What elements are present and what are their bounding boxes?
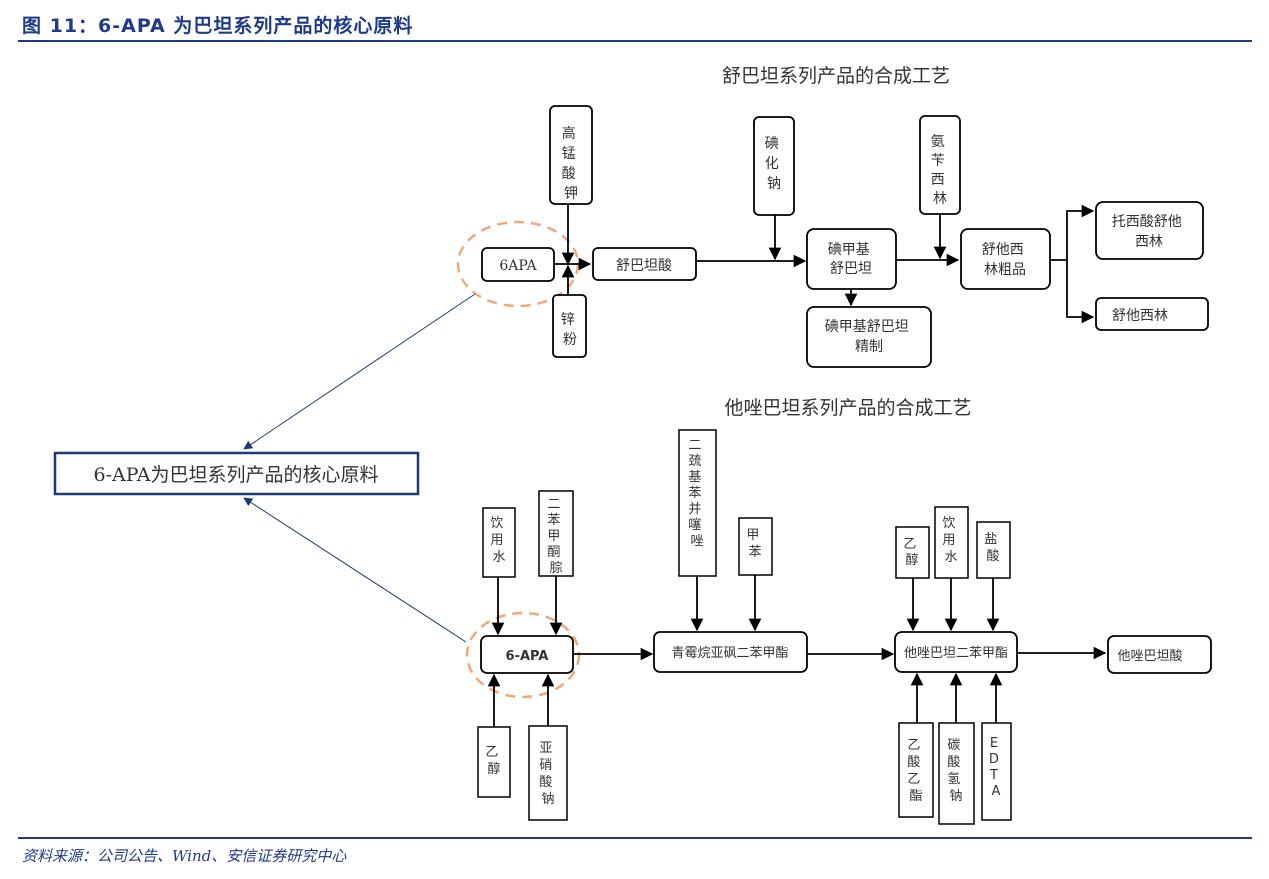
node-sultamicillin-tosylate: 托西酸舒他 西林 [1095, 201, 1204, 260]
node-benzophenone-hydrazone: 二 苯 甲 酮 腙 [538, 490, 574, 577]
node-label: 舒他西 林粗品 [982, 242, 1028, 278]
node-nai: 碘 化 钠 [753, 116, 795, 216]
node-label: 锌 粉 [561, 312, 579, 348]
core-label: 6-APA为巴坦系列产品的核心原料 [94, 464, 379, 486]
node-label: 乙 醇 [903, 537, 920, 568]
node-label: 乙 酸 乙 酯 [907, 738, 924, 804]
node-label: 6-APA [506, 649, 549, 664]
node-6apa-sulbactam: 6APA [481, 247, 555, 282]
node-ethanol-2: 乙 醇 [895, 526, 930, 579]
node-label: 盐 酸 [984, 532, 1001, 564]
node-drinking-water-1: 饮 用 水 [482, 507, 516, 578]
node-label: 碘甲基舒巴坦 精制 [825, 318, 913, 355]
top-rule [18, 40, 1252, 42]
node-label: 他唑巴坦酸 [1117, 648, 1182, 664]
node-label: 青霉烷亚砜二苯甲酯 [671, 646, 788, 661]
highlight-circle-tazobactam [465, 611, 581, 699]
arrow-to-sultamicillin [1066, 260, 1095, 324]
node-label: 碳 酸 氢 钠 [947, 738, 964, 804]
node-sodium-bicarbonate: 碳 酸 氢 钠 [938, 722, 975, 825]
node-iodomethyl-sulbactam: 碘甲基 舒巴坦 [806, 228, 897, 290]
node-label: 二 巯 基 苯 并 噻 唑 [688, 438, 705, 549]
node-kmno4: 高 锰 酸 钾 [549, 105, 593, 205]
node-label: 他唑巴坦二苯甲酯 [904, 645, 1008, 661]
node-label: 碘 化 钠 [765, 136, 783, 192]
core-material-box: 6-APA为巴坦系列产品的核心原料 [53, 451, 420, 496]
node-label: E D T A [989, 736, 1003, 799]
node-toluene: 甲 苯 [738, 517, 773, 576]
node-ethyl-acetate: 乙 酸 乙 酯 [898, 722, 934, 818]
node-mbt: 二 巯 基 苯 并 噻 唑 [678, 429, 717, 577]
source-note: 资料来源：公司公告、Wind、安信证券研究中心 [22, 847, 347, 865]
node-sulbactam-acid: 舒巴坦酸 [592, 247, 697, 281]
node-label: 饮 用 水 [490, 516, 507, 565]
node-sultamicillin-crude: 舒他西 林粗品 [960, 228, 1051, 290]
node-label: 亚 硝 酸 钠 [539, 741, 556, 807]
node-label: 舒巴坦酸 [616, 258, 672, 274]
node-ethanol-1: 乙 醇 [477, 726, 511, 798]
node-label: 托西酸舒他 西林 [1112, 214, 1186, 250]
node-sultamicillin: 舒他西林 [1095, 297, 1209, 331]
node-sodium-nitrite: 亚 硝 酸 钠 [528, 725, 568, 821]
node-drinking-water-2: 饮 用 水 [934, 506, 969, 579]
node-label: 乙 醇 [485, 745, 502, 777]
node-zinc: 锌 粉 [552, 294, 587, 358]
bottom-rule [18, 837, 1252, 839]
node-amoxicillin: 氨 苄 西 林 [919, 115, 961, 215]
arrow-to-tosylate [1050, 204, 1095, 261]
node-hcl: 盐 酸 [976, 521, 1011, 579]
node-label: 碘甲基 舒巴坦 [828, 241, 874, 277]
node-label: 甲 苯 [746, 528, 763, 560]
node-6apa-tazobactam: 6-APA [480, 635, 574, 674]
link-core-to-sulbactam [243, 293, 476, 450]
node-penicillin-sulfoxide-ester: 青霉烷亚砜二苯甲酯 [653, 631, 808, 673]
node-label: 6APA [499, 258, 537, 274]
node-label: 饮 用 水 [942, 516, 959, 565]
node-iodomethyl-refined: 碘甲基舒巴坦 精制 [806, 306, 932, 368]
node-label: 舒他西林 [1112, 308, 1168, 324]
node-tazobactam-ester: 他唑巴坦二苯甲酯 [894, 631, 1018, 673]
link-core-to-tazobactam [243, 497, 467, 643]
node-tazobactam-acid: 他唑巴坦酸 [1107, 635, 1212, 674]
node-label: 氨 苄 西 林 [931, 134, 949, 207]
node-label: 高 锰 酸 钾 [562, 125, 580, 202]
node-label: 二 苯 甲 酮 腙 [547, 497, 564, 576]
tazobactam-title: 他唑巴坦系列产品的合成工艺 [724, 397, 971, 419]
sulbactam-title: 舒巴坦系列产品的合成工艺 [722, 65, 950, 87]
node-edta: E D T A [981, 722, 1012, 821]
figure-title: 图 11：6-APA 为巴坦系列产品的核心原料 [22, 15, 414, 37]
